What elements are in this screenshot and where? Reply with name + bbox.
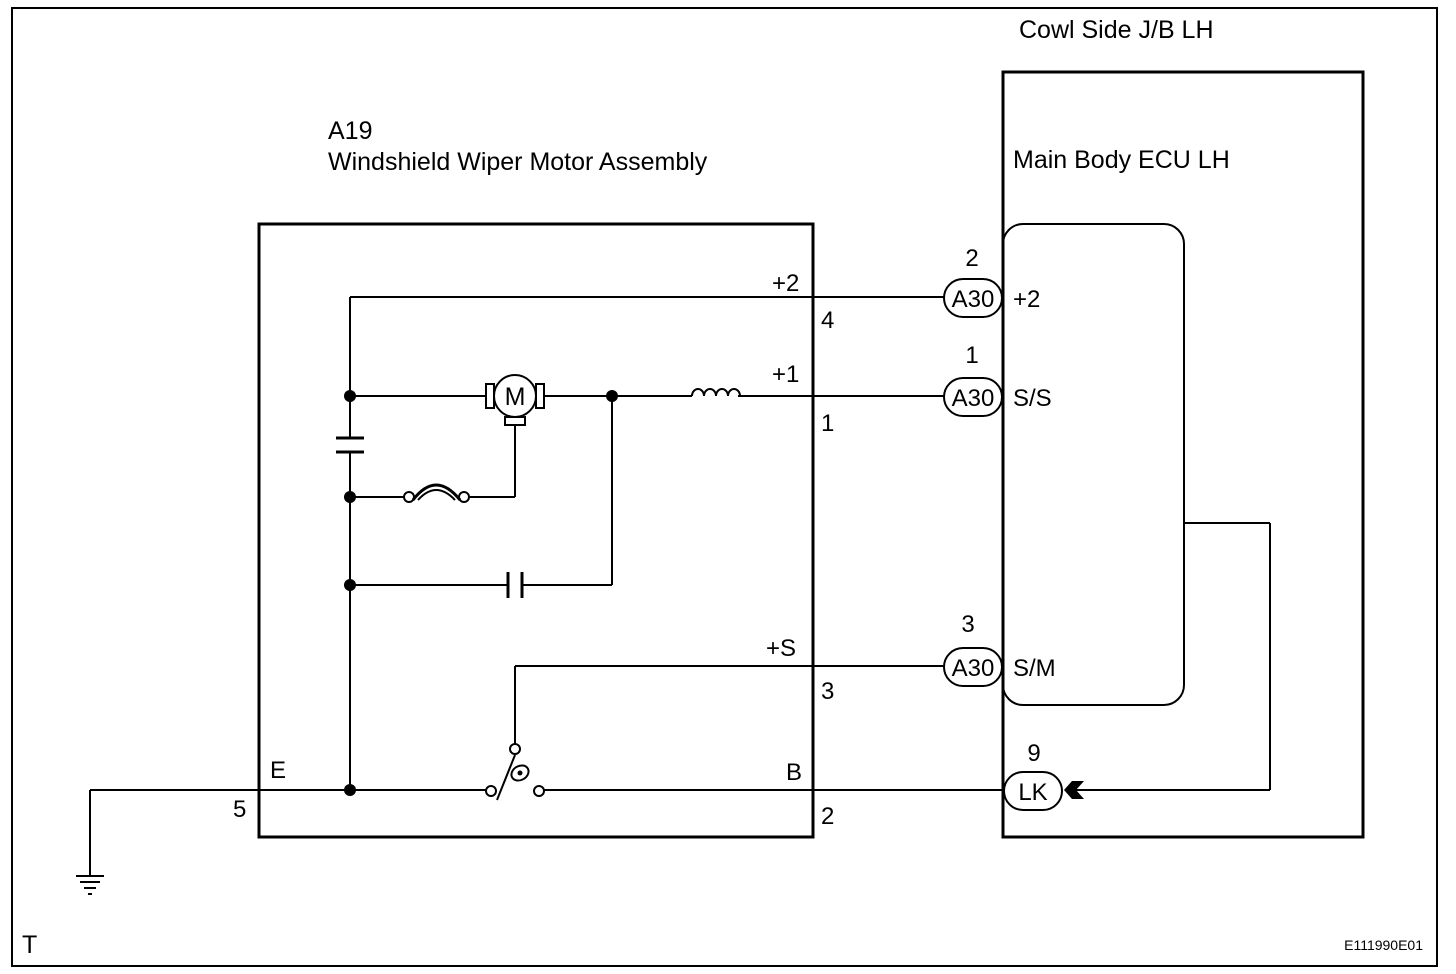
terminal-plus2-pin: 4 [821, 307, 834, 334]
motor-title: Windshield Wiper Motor Assembly [328, 148, 708, 176]
ecu-terminal-label: +2 [1013, 286, 1040, 313]
figure-id: E111990E01 [1344, 937, 1423, 953]
terminal-B-pin: 2 [821, 803, 834, 830]
connector-pin-number: 9 [1027, 740, 1040, 767]
connector-pin-number: 2 [965, 245, 978, 272]
terminal-E-pin: 5 [233, 796, 246, 823]
junction-block-title: Cowl Side J/B LH [1019, 16, 1214, 44]
ground-icon [76, 875, 104, 895]
circuit-breaker-icon [403, 483, 470, 503]
cam-switch-icon [485, 743, 545, 801]
junction-dot [344, 579, 356, 591]
motor-symbol-label: M [505, 383, 526, 411]
ecu-box [1002, 223, 1185, 706]
terminal-plus2-label: +2 [772, 270, 799, 297]
junction-dot [344, 491, 356, 503]
connector-code: A30 [952, 385, 995, 412]
connector-lk-pin9: LK [1003, 771, 1084, 811]
ecu-title: Main Body ECU LH [1013, 146, 1230, 174]
capacitor-vertical [336, 436, 364, 454]
connector-pin-number: 3 [961, 611, 974, 638]
inductor-coil [691, 388, 741, 397]
connector-code: A30 [952, 655, 995, 682]
terminal-plus1-pin: 1 [821, 410, 834, 437]
connector-code: A30 [952, 286, 995, 313]
connector-a30-pin3: A30 [943, 647, 1003, 687]
motor-code: A19 [328, 117, 372, 145]
terminal-plusS-label: +S [766, 635, 796, 662]
wire-plus2 [349, 296, 944, 438]
diagram-frame [11, 7, 1438, 967]
terminal-plusS-pin: 3 [821, 678, 834, 705]
terminal-B-label: B [786, 759, 802, 786]
capacitor-horizontal [506, 572, 524, 598]
ecu-terminal-label: S/S [1013, 385, 1052, 412]
ecu-terminal-label: S/M [1013, 655, 1056, 682]
corner-mark: T [22, 931, 37, 959]
junction-dot [344, 390, 356, 402]
connector-a30-pin1: A30 [943, 377, 1003, 417]
connector-a30-pin2: A30 [943, 278, 1003, 318]
motor-assembly-box [257, 222, 815, 839]
motor-symbol: M [485, 374, 545, 426]
connector-code: LK [1018, 779, 1047, 806]
connector-pin-number: 1 [965, 342, 978, 369]
terminal-plus1-label: +1 [772, 361, 799, 388]
arrow-icon [1064, 781, 1084, 799]
terminal-E-label: E [270, 757, 286, 784]
junction-dot [344, 784, 356, 796]
